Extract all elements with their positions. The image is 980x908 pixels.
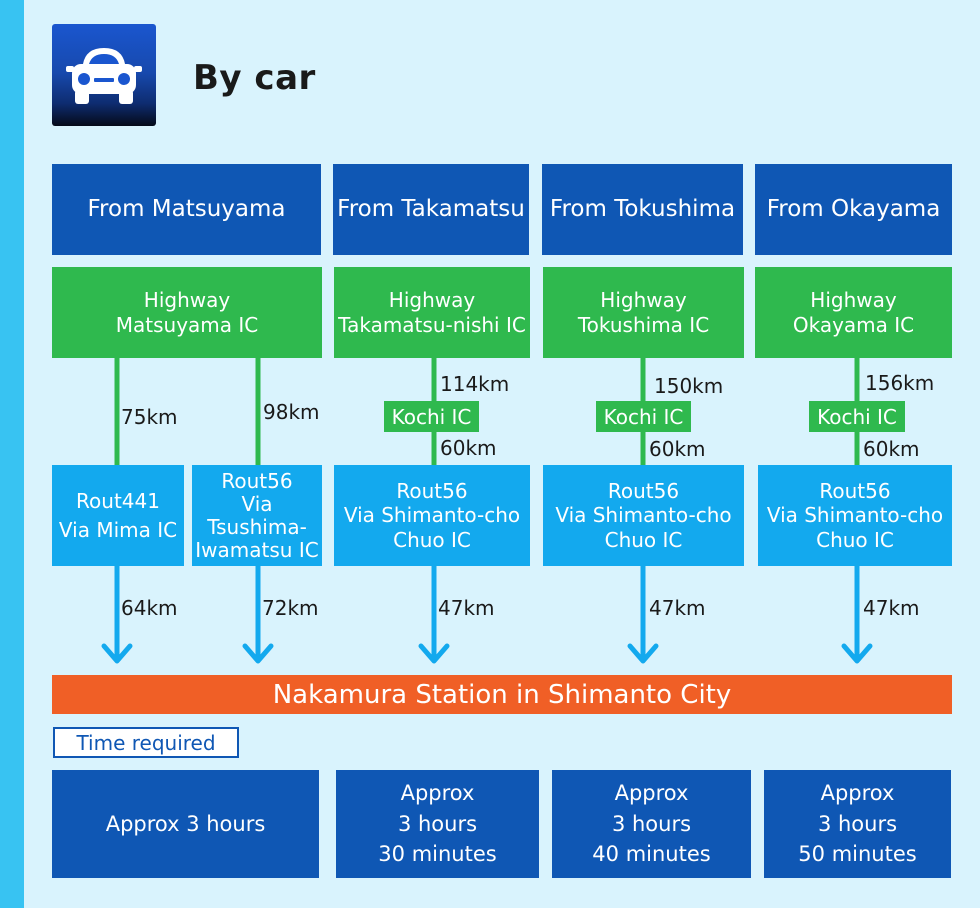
kochi-ic-box: Kochi IC (809, 401, 905, 432)
distance-label: 60km (863, 437, 920, 461)
distance-label: 47km (649, 596, 706, 620)
car-icon-tile (52, 24, 156, 126)
distance-label: 72km (262, 596, 319, 620)
arrow-takamatsu (418, 563, 450, 664)
distance-label: 156km (865, 371, 935, 395)
distance-label: 60km (440, 436, 497, 460)
arrow-route56-tsushima (242, 563, 274, 664)
kochi-ic-box: Kochi IC (596, 401, 691, 432)
origin-okayama: From Okayama (755, 164, 952, 255)
car-icon (66, 48, 142, 104)
origin-tokushima: From Tokushima (542, 164, 743, 255)
distance-label: 114km (440, 372, 510, 396)
arrow-okayama (841, 563, 873, 664)
distance-label: 47km (863, 596, 920, 620)
left-accent-stripe (0, 0, 24, 908)
kochi-ic-box: Kochi IC (384, 401, 479, 432)
distance-label: 75km (121, 405, 178, 429)
page-title: By car (193, 58, 316, 98)
arrow-tokushima (627, 563, 659, 664)
distance-label: 60km (649, 437, 706, 461)
origin-takamatsu: From Takamatsu (333, 164, 529, 255)
duration-matsuyama: Approx 3 hours (52, 770, 319, 878)
destination-bar: Nakamura Station in Shimanto City (52, 675, 952, 714)
distance-label: 98km (263, 400, 320, 424)
distance-label: 150km (654, 374, 724, 398)
distance-label: 64km (121, 596, 178, 620)
arrow-route441 (101, 563, 133, 664)
cyan-arrows (101, 563, 873, 664)
origin-matsuyama: From Matsuyama (52, 164, 321, 255)
distance-label: 47km (438, 596, 495, 620)
time-required-label: Time required (53, 727, 239, 758)
